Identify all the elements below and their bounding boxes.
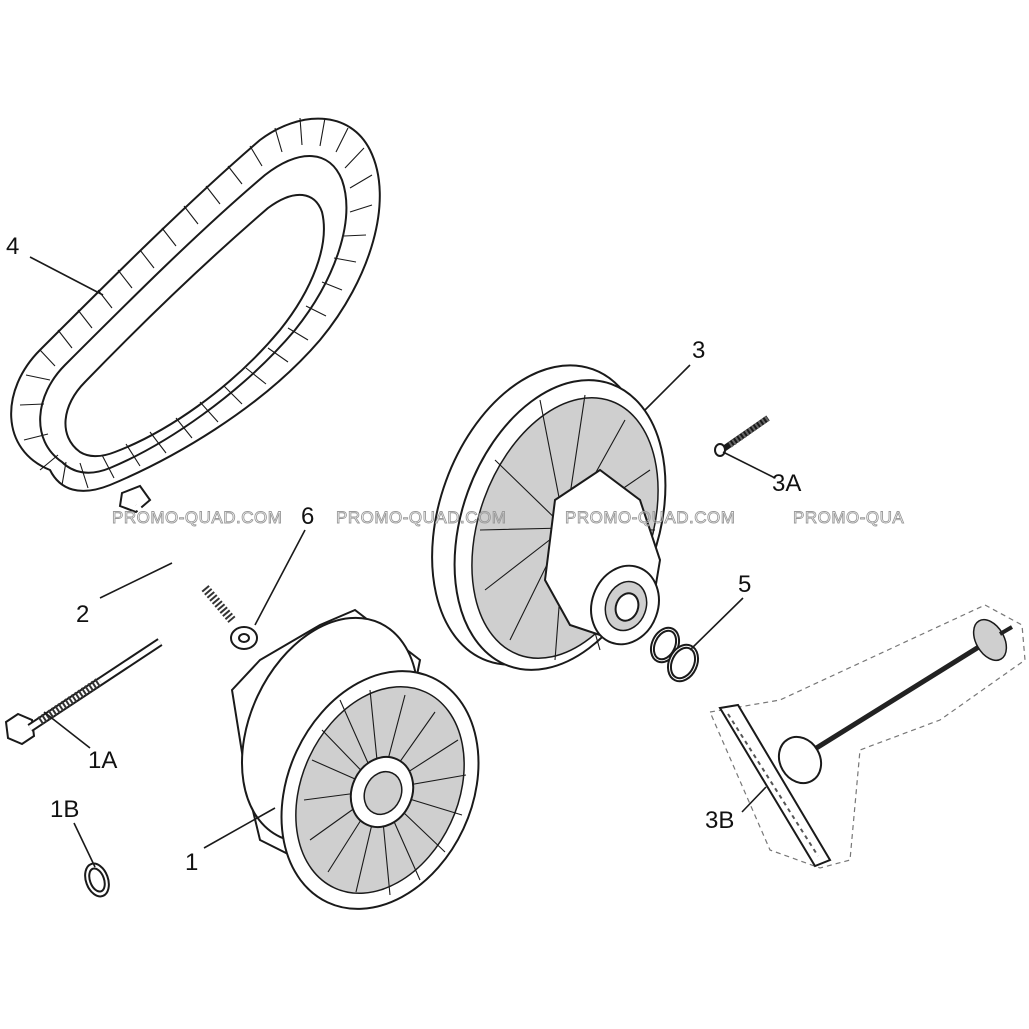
watermark-text-3: PROMO-QUAD.COM [565,508,735,527]
leader-lines [29,256,776,868]
bolt-2 [118,484,236,623]
tool-3b [709,604,1026,869]
screw-3a [714,415,770,457]
ring-1b [84,862,110,898]
washer-6 [230,626,258,650]
callout-1: 1 [185,849,198,876]
callout-2: 2 [76,601,89,628]
watermark-text-1: PROMO-QUAD.COM [112,508,282,527]
callout-3: 3 [692,337,705,364]
callout-3b: 3B [705,807,734,834]
drive-belt [10,117,381,492]
callout-5: 5 [738,571,751,598]
callout-1b: 1B [50,796,79,823]
callout-labels: 4 3 3A 6 2 5 1A 1B 1 3B [6,233,801,876]
watermark-text-2: PROMO-QUAD.COM [336,508,506,527]
driven-pulley [431,364,667,671]
callout-4: 4 [6,233,19,260]
watermark-text-4: PROMO-QUA [793,508,904,527]
rings-5 [649,626,700,683]
callout-6: 6 [301,503,314,530]
callout-3a: 3A [772,470,801,497]
bolt-1a [4,638,163,746]
drive-pulley [230,608,480,910]
callout-1a: 1A [88,747,117,774]
watermark: PROMO-QUAD.COM PROMO-QUAD.COM PROMO-QUAD… [112,508,905,528]
